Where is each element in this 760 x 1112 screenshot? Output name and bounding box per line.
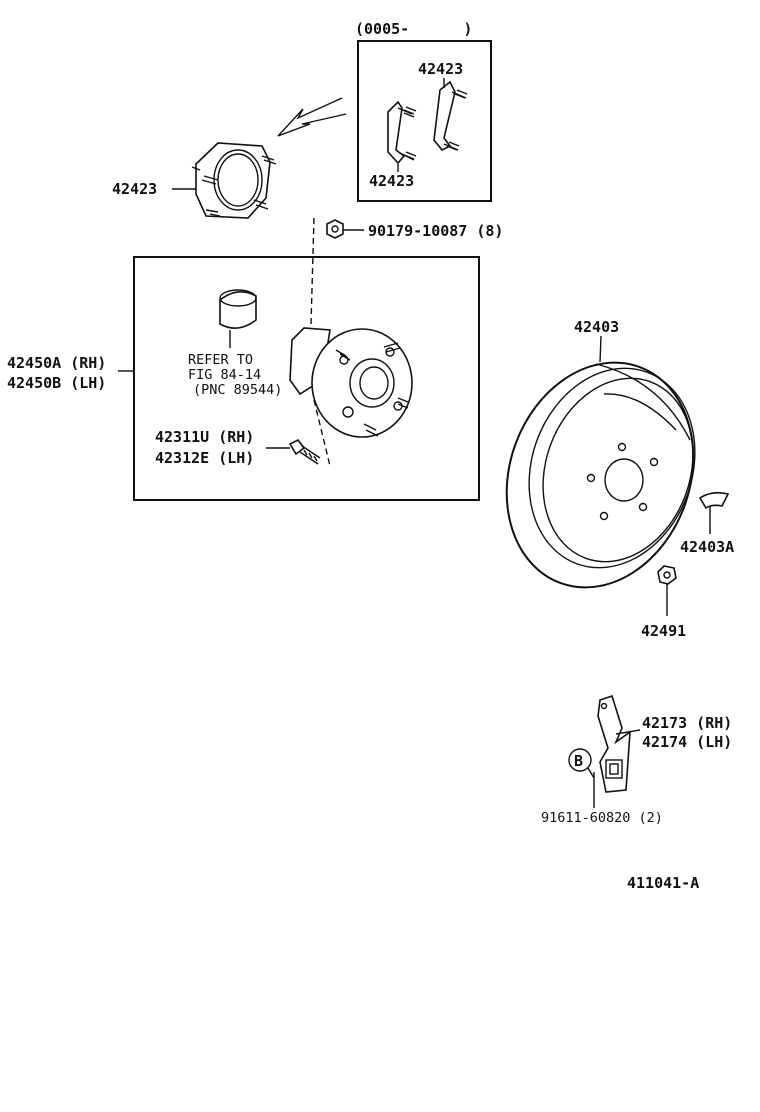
sensor-cap — [219, 289, 257, 348]
direction-arrow — [277, 97, 347, 137]
inset-top-part-label: 42423 — [418, 60, 463, 78]
cap-part-label: 42491 — [641, 622, 686, 640]
hub-rh-label: 42450A (RH) — [7, 354, 106, 372]
shield-part-label: 42423 — [112, 180, 157, 198]
hub-nut — [326, 219, 364, 239]
bracket-lh-label: 42174 (LH) — [642, 733, 732, 751]
refer-line-2: FIG 84-14 — [188, 367, 261, 383]
refer-line-3: (PNC 89544) — [193, 382, 282, 398]
hub-bolt — [266, 438, 321, 465]
inset-serial-label: (0005- ) — [355, 20, 472, 38]
bracket-rh-label: 42173 (RH) — [642, 714, 732, 732]
hub-lh-label: 42450B (LH) — [7, 374, 106, 392]
hole-cap — [657, 565, 677, 616]
inset-link-left — [387, 100, 417, 165]
inset-bottom-part-label: 42423 — [369, 172, 414, 190]
circle-mark-label: B — [574, 752, 583, 770]
shield-plate — [172, 142, 277, 219]
drum-plug — [698, 491, 730, 534]
hub-bearing — [289, 327, 413, 438]
diagram-code-label: 411041-A — [627, 874, 699, 892]
bolt-lh-label: 42312E (LH) — [155, 449, 254, 467]
refer-line-1: REFER TO — [188, 352, 253, 368]
inset-link-right — [433, 80, 468, 152]
guide-dashed-line — [309, 217, 331, 467]
inset-box: (0005- ) 42423 42423 — [355, 20, 492, 202]
plug-part-label: 42403A — [680, 538, 734, 556]
drum-part-label: 42403 — [574, 318, 619, 336]
nut-part-label: 90179-10087 (8) — [368, 222, 503, 240]
screw-part-label: 91611-60820 (2) — [541, 810, 663, 826]
callout-circle-b: B — [568, 748, 595, 779]
bolt-rh-label: 42311U (RH) — [155, 428, 254, 446]
brake-drum — [505, 335, 696, 589]
sensor-bracket — [593, 694, 641, 808]
hub-assembly-box — [118, 256, 480, 501]
